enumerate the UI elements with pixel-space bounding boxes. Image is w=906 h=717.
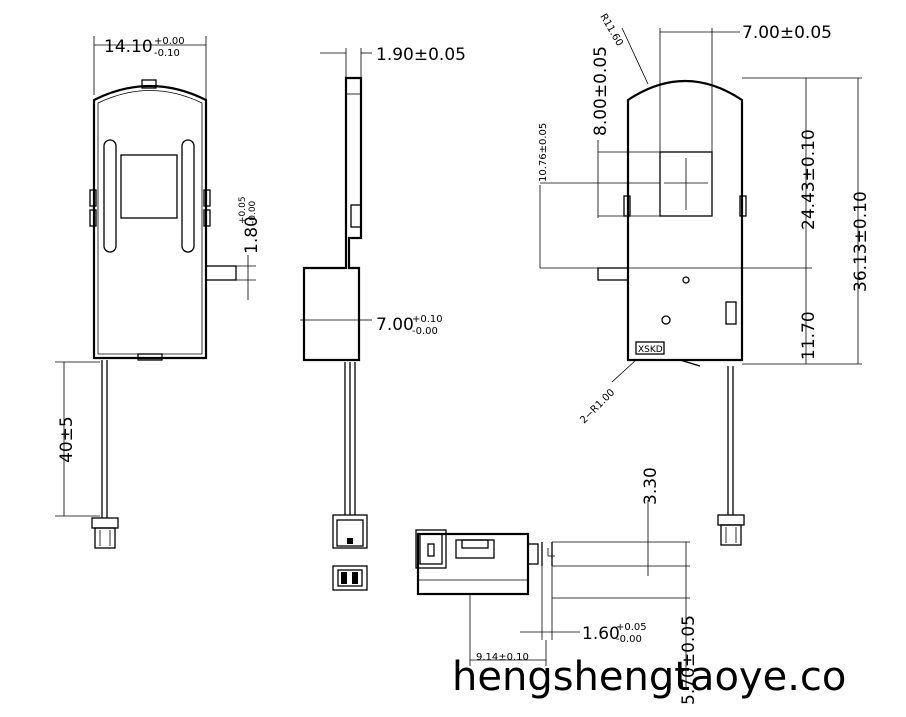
watermark-text: hengshengtaoye.co bbox=[452, 654, 846, 700]
dim-radius-corner: 2−R1.00 bbox=[578, 387, 617, 426]
bottom-connector bbox=[415, 529, 447, 569]
hole bbox=[661, 315, 671, 325]
front-body-outline bbox=[92, 85, 208, 360]
connector-plug bbox=[332, 565, 368, 591]
logo-text: XSKD bbox=[638, 345, 663, 355]
dim-pin-offset: 1.80 bbox=[242, 216, 262, 254]
dim-tab-thickness: 1.60 bbox=[582, 624, 620, 644]
back-window bbox=[659, 151, 713, 217]
dim-window-height: 8.00±0.05 bbox=[591, 46, 611, 136]
front-view: 14.10 +0.00 -0.10 1.80 +0.05 -0.00 40±5 bbox=[55, 36, 262, 549]
dim-height-lower: 11.70 bbox=[799, 311, 819, 360]
back-body-outline bbox=[626, 79, 744, 362]
side-clip bbox=[350, 204, 362, 228]
dim-window-offset: 10.76±0.05 bbox=[538, 123, 549, 182]
right-slot bbox=[181, 139, 195, 253]
dim-body-depth: 7.00 bbox=[376, 315, 414, 335]
front-connector bbox=[94, 527, 116, 549]
dim-tab-offset: 9.14±0.10 bbox=[476, 652, 529, 663]
side-body-outline bbox=[302, 76, 363, 362]
side-connector bbox=[332, 514, 368, 549]
dim-radius-top: R11.60 bbox=[597, 12, 624, 48]
dim-tab-thickness-tol-up: +0.05 bbox=[616, 622, 647, 633]
dim-side-thickness: 1.90±0.05 bbox=[376, 45, 466, 65]
front-connector-top bbox=[91, 517, 119, 529]
dim-tab-height: 5.70±0.05 bbox=[679, 615, 699, 705]
dim-cable-length: 40±5 bbox=[57, 416, 77, 463]
dim-height-upper: 24.43±0.10 bbox=[799, 129, 819, 230]
dim-pin-offset-tol-dn: -0.00 bbox=[248, 200, 258, 224]
dim-body-depth-tol-dn: -0.00 bbox=[412, 326, 438, 337]
back-connector bbox=[720, 524, 742, 546]
dim-width-top-tol-dn: -0.10 bbox=[154, 48, 180, 59]
dim-width-top-tol-up: +0.00 bbox=[154, 36, 185, 47]
dim-body-depth-tol-up: +0.10 bbox=[412, 314, 443, 325]
dim-height-total: 36.13±0.10 bbox=[851, 191, 871, 292]
dim-tab-thickness-tol-dn: -0.00 bbox=[616, 634, 642, 645]
left-slot bbox=[103, 139, 117, 253]
side-pin bbox=[205, 265, 237, 281]
dim-pin-offset-tol-up: +0.05 bbox=[238, 196, 248, 224]
back-view: 7.00±0.05 R11.60 XSKD 8.00±0.05 10.76±0.… bbox=[538, 12, 871, 546]
bottom-view: 3.30 5.70±0.05 1.60 +0.05 -0.00 9.14±0.1… bbox=[415, 467, 699, 705]
dim-bottom-tab: 3.30 bbox=[641, 467, 661, 505]
dim-width-top: 14.10 bbox=[104, 37, 153, 57]
logo-box bbox=[635, 341, 665, 355]
side-view: 1.90±0.05 7.00 +0.10 -0.00 bbox=[300, 45, 466, 591]
front-window bbox=[120, 154, 178, 219]
dim-window-width: 7.00±0.05 bbox=[742, 23, 832, 43]
